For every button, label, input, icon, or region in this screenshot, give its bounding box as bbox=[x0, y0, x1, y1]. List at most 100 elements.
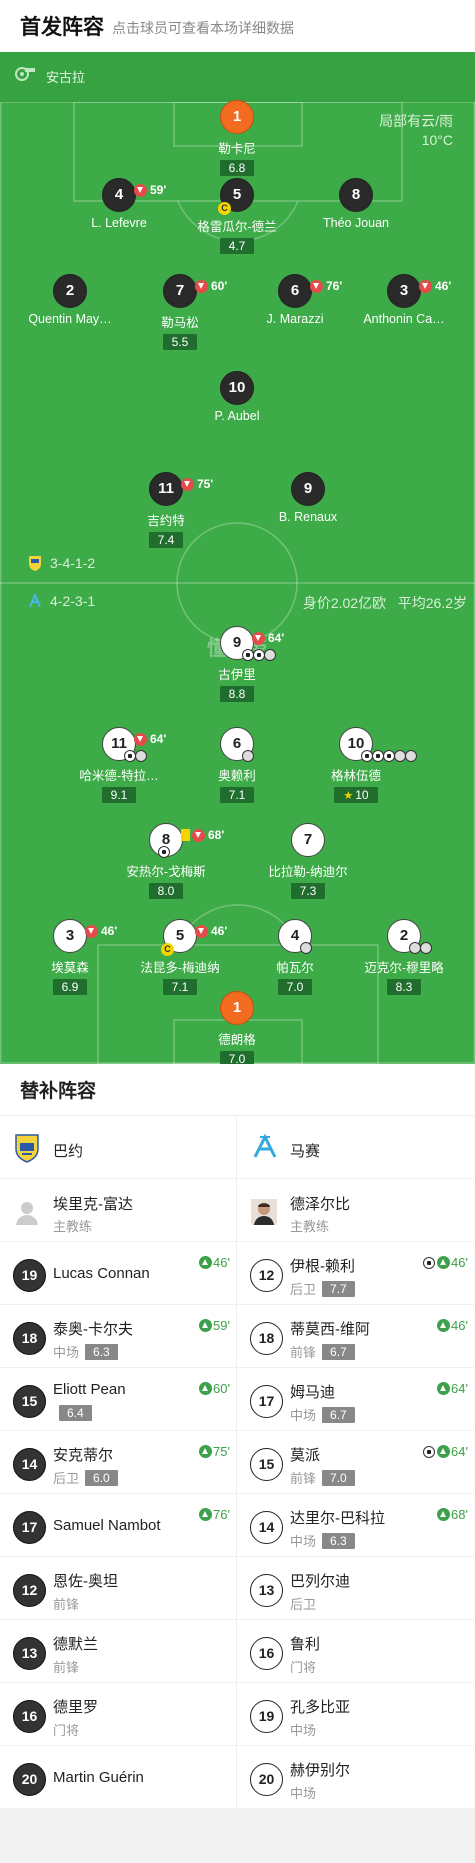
player-name: 勒卡尼 bbox=[218, 142, 256, 156]
home-team-bar: 安古拉 bbox=[0, 52, 475, 102]
home-coach[interactable]: 埃里克-富达 主教练 bbox=[0, 1179, 236, 1242]
bench-player-row[interactable]: 13 巴列尔迪 后卫 bbox=[237, 1557, 474, 1620]
player-rating: 6.3 bbox=[322, 1532, 355, 1549]
home-player-4[interactable]: 4 59' L. Lefevre bbox=[44, 178, 194, 230]
sub-out: 59' bbox=[134, 174, 166, 206]
sub-out: 64' bbox=[252, 622, 284, 654]
sub-out: 75' bbox=[181, 468, 213, 500]
sub-time: 75' bbox=[197, 477, 214, 491]
bench-player-row[interactable]: 19 Lucas Connan 46' bbox=[0, 1242, 236, 1305]
yellow-card-icon bbox=[181, 829, 190, 841]
away-formation-text: 4-2-3-1 bbox=[50, 593, 96, 609]
home-player-5[interactable]: 5 C 格雷瓜尔-德兰 4.7 bbox=[162, 178, 312, 255]
home-player-3[interactable]: 3 46' Anthonin Ca… bbox=[329, 274, 475, 326]
sub-time: 46' bbox=[451, 1255, 468, 1270]
market-value: 身价2.02亿欧 bbox=[302, 595, 387, 611]
sub-in: 46' bbox=[423, 1255, 468, 1270]
bench-player-position: 前锋 bbox=[53, 1597, 80, 1612]
player-number: 10 bbox=[339, 727, 417, 762]
bench-player-row[interactable]: 12 恩佐-奥坦 前锋 bbox=[0, 1557, 236, 1620]
away-player-5[interactable]: 5 46' C 法昆多-梅迪纳 7.1 bbox=[105, 919, 255, 996]
sub-time: 46' bbox=[451, 1318, 468, 1333]
sub-in: 76' bbox=[199, 1507, 230, 1522]
away-player-3[interactable]: 3 46' 埃莫森 6.9 bbox=[0, 919, 145, 996]
away-player-1[interactable]: 1 德朗格 7.0 bbox=[162, 991, 312, 1064]
home-player-1[interactable]: 1 勒卡尼 6.8 bbox=[162, 100, 312, 177]
away-player-7[interactable]: 7 比拉勒-纳迪尔 7.3 bbox=[233, 823, 383, 900]
bench-player-row[interactable]: 19 孔多比亚 中场 bbox=[237, 1683, 474, 1746]
home-player-6[interactable]: 6 76' J. Marazzi bbox=[220, 274, 370, 326]
player-number: 11 64' bbox=[102, 727, 166, 762]
home-player-2[interactable]: 2 Quentin May… bbox=[0, 274, 145, 326]
home-player-10[interactable]: 10 P. Aubel bbox=[162, 371, 312, 423]
away-player-10[interactable]: 10 格林伍德 ★10 bbox=[281, 727, 431, 804]
sub-in: 46' bbox=[199, 1255, 230, 1270]
home-player-7[interactable]: 7 60' 勒马松 5.5 bbox=[105, 274, 255, 351]
player-number-text: 5 bbox=[232, 186, 242, 203]
bench-player-name: Lucas Connan bbox=[53, 1265, 150, 1282]
bench-player-number: 12 bbox=[13, 1574, 46, 1607]
bench-player-row[interactable]: 15 Eliott Pean 6.4 60' bbox=[0, 1368, 236, 1431]
sub-time: 64' bbox=[268, 631, 285, 645]
player-number: 4 bbox=[278, 919, 312, 954]
bench-player-row[interactable]: 13 德默兰 前锋 bbox=[0, 1620, 236, 1683]
assist-icon bbox=[264, 649, 276, 661]
sub-out-icon bbox=[252, 631, 265, 645]
away-player-11[interactable]: 11 64' 哈米德-特拉… 9.1 bbox=[44, 727, 194, 804]
away-player-6[interactable]: 6 奥赖利 7.1 bbox=[162, 727, 312, 804]
bench-player-number: 14 bbox=[250, 1511, 283, 1544]
away-player-8[interactable]: 8 68' 安热尔-戈梅斯 8.0 bbox=[91, 823, 241, 900]
home-team-logo-icon bbox=[15, 1134, 39, 1163]
home-player-8[interactable]: 8 Théo Jouan bbox=[281, 178, 431, 230]
away-player-4[interactable]: 4 帕瓦尔 7.0 bbox=[220, 919, 370, 996]
bench-player-position: 门将 bbox=[290, 1660, 317, 1675]
home-player-9[interactable]: 9 B. Renaux bbox=[233, 472, 383, 524]
bench-player-row[interactable]: 16 鲁利 门将 bbox=[237, 1620, 474, 1683]
home-bench-team[interactable]: 巴约 bbox=[0, 1116, 236, 1179]
bench-player-number: 19 bbox=[250, 1700, 283, 1733]
player-number-text: 9 bbox=[232, 634, 242, 651]
away-player-9[interactable]: 9 64' 古伊里 8.8 bbox=[162, 626, 312, 703]
bench-player-number: 14 bbox=[13, 1448, 46, 1481]
away-player-2[interactable]: 2 迈克尔-穆里略 8.3 bbox=[329, 919, 475, 996]
bench-player-number: 20 bbox=[13, 1763, 46, 1796]
match-events bbox=[158, 846, 170, 858]
bench-player-row[interactable]: 17 Samuel Nambot 76' bbox=[0, 1494, 236, 1557]
away-bench-team[interactable]: 马赛 bbox=[237, 1116, 474, 1179]
bench-player-name: 莫派 bbox=[290, 1447, 321, 1464]
bench-player-row[interactable]: 16 德里罗 门将 bbox=[0, 1683, 236, 1746]
player-number: 7 bbox=[291, 823, 325, 857]
player-number-text: 3 bbox=[399, 282, 409, 299]
captain-badge: C bbox=[218, 202, 231, 215]
match-events bbox=[124, 750, 147, 762]
position-text: 中场 bbox=[290, 1408, 317, 1423]
bench-player-number: 17 bbox=[250, 1385, 283, 1418]
bench-player-row[interactable]: 20 Martin Guérin bbox=[0, 1746, 236, 1809]
bench-player-number: 16 bbox=[250, 1637, 283, 1670]
player-rating: 7.0 bbox=[219, 1051, 255, 1064]
player-name: B. Renaux bbox=[278, 510, 338, 524]
bench-player-row[interactable]: 20 赫伊别尔 中场 bbox=[237, 1746, 474, 1809]
bench-player-name: 伊根-赖利 bbox=[290, 1258, 355, 1275]
away-coach[interactable]: 德泽尔比 主教练 bbox=[237, 1179, 474, 1242]
lineup-header: 首发阵容 点击球员可查看本场详细数据 bbox=[0, 0, 475, 52]
player-name: Anthonin Ca… bbox=[363, 312, 445, 326]
position-text: 中场 bbox=[53, 1345, 80, 1360]
player-number: 3 46' bbox=[53, 919, 117, 953]
sub-time: 46' bbox=[213, 1255, 230, 1270]
sub-time: 76' bbox=[326, 279, 343, 293]
home-player-11[interactable]: 11 75' 吉约特 7.4 bbox=[91, 472, 241, 549]
player-name: 吉约特 bbox=[147, 514, 185, 528]
player-rating: ★10 bbox=[334, 787, 378, 803]
player-number-text: 11 bbox=[158, 480, 174, 497]
sub-time: 60' bbox=[211, 279, 228, 293]
